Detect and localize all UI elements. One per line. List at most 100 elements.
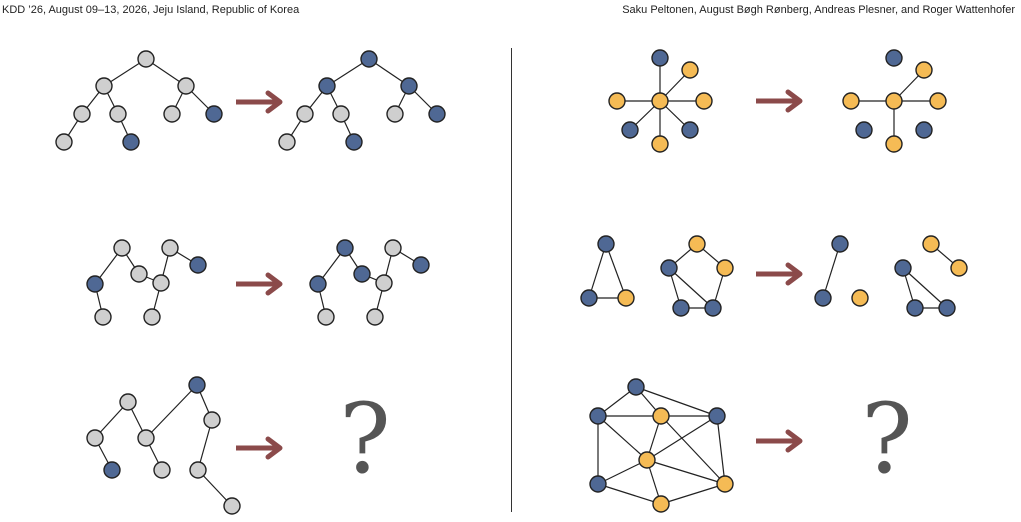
input-node	[137, 429, 155, 447]
input-node	[203, 411, 221, 429]
running-header-venue: KDD ’26, August 09–13, 2026, Jeju Island…	[2, 4, 300, 16]
input-node	[205, 105, 223, 123]
query-example-left-arrow-head	[265, 436, 283, 460]
input-node	[608, 92, 626, 110]
panel-tree-example	[55, 50, 446, 151]
output-node	[278, 133, 296, 151]
input-node	[103, 461, 121, 479]
output-node	[851, 289, 869, 307]
input-edge	[716, 415, 726, 485]
output-edge	[822, 243, 841, 299]
output-node	[318, 77, 336, 95]
input-node	[189, 461, 207, 479]
input-node	[153, 461, 171, 479]
input-node	[660, 259, 678, 277]
input-node	[589, 407, 607, 425]
output-edge	[902, 267, 948, 309]
panel-components-example	[580, 235, 968, 317]
input-edge	[605, 243, 627, 299]
panel-query-example-left: ?	[86, 376, 391, 515]
input-edge	[646, 459, 726, 485]
input-graph	[86, 239, 207, 326]
input-node	[122, 133, 140, 151]
input-node	[130, 265, 148, 283]
output-node	[412, 256, 430, 274]
query-example-left-arrow	[236, 436, 283, 460]
output-node	[345, 133, 363, 151]
output-node	[915, 61, 933, 79]
input-node	[704, 299, 722, 317]
tree-example-arrow	[236, 90, 283, 114]
input-node	[177, 77, 195, 95]
panel-star-example	[608, 49, 947, 153]
input-node	[119, 393, 137, 411]
input-node	[86, 275, 104, 293]
output-graph	[278, 50, 446, 151]
input-node	[73, 105, 91, 123]
input-node	[55, 133, 73, 151]
input-node	[94, 308, 112, 326]
components-example-arrow	[756, 262, 803, 286]
input-node	[627, 378, 645, 396]
star-example-arrow-head	[785, 89, 803, 113]
input-node	[716, 475, 734, 493]
output-node	[386, 105, 404, 123]
path-example-arrow	[236, 272, 283, 296]
question-mark: ?	[861, 383, 912, 495]
input-node	[695, 92, 713, 110]
input-node	[651, 135, 669, 153]
input-node	[152, 274, 170, 292]
output-node	[885, 92, 903, 110]
input-node	[617, 289, 635, 307]
input-node	[189, 256, 207, 274]
output-graph	[842, 49, 947, 153]
output-node	[814, 289, 832, 307]
output-node	[831, 235, 849, 253]
components-example-arrow-head	[785, 262, 803, 286]
input-node	[651, 49, 669, 67]
input-node	[188, 376, 206, 394]
output-node	[915, 121, 933, 139]
output-node	[855, 121, 873, 139]
input-edge	[660, 483, 726, 505]
output-node	[929, 92, 947, 110]
output-node	[336, 239, 354, 257]
input-node	[161, 239, 179, 257]
input-node	[681, 121, 699, 139]
output-node	[353, 265, 371, 283]
query-example-right-arrow-head	[785, 429, 803, 453]
output-node	[332, 105, 350, 123]
output-node	[950, 259, 968, 277]
input-edge	[597, 415, 648, 461]
output-node	[360, 50, 378, 68]
output-node	[938, 299, 956, 317]
input-node	[143, 308, 161, 326]
input-edge	[668, 267, 714, 309]
input-edge	[145, 384, 198, 439]
input-node	[589, 475, 607, 493]
tree-example-arrow-head	[265, 90, 283, 114]
input-node	[672, 299, 690, 317]
output-node	[317, 308, 335, 326]
panel-query-example-right: ?	[589, 378, 913, 513]
output-node	[400, 77, 418, 95]
input-node	[163, 105, 181, 123]
star-example-arrow	[756, 89, 803, 113]
input-node	[681, 61, 699, 79]
output-node	[384, 239, 402, 257]
output-graph	[309, 239, 430, 326]
output-node	[296, 105, 314, 123]
input-node	[638, 451, 656, 469]
output-node	[885, 135, 903, 153]
input-edge	[597, 459, 648, 485]
input-node	[688, 235, 706, 253]
input-node	[137, 50, 155, 68]
input-edge	[660, 415, 726, 485]
output-node	[842, 92, 860, 110]
input-node	[651, 92, 669, 110]
input-graph	[608, 49, 713, 153]
input-node	[113, 239, 131, 257]
output-graph	[814, 235, 968, 317]
input-edge	[635, 386, 718, 417]
